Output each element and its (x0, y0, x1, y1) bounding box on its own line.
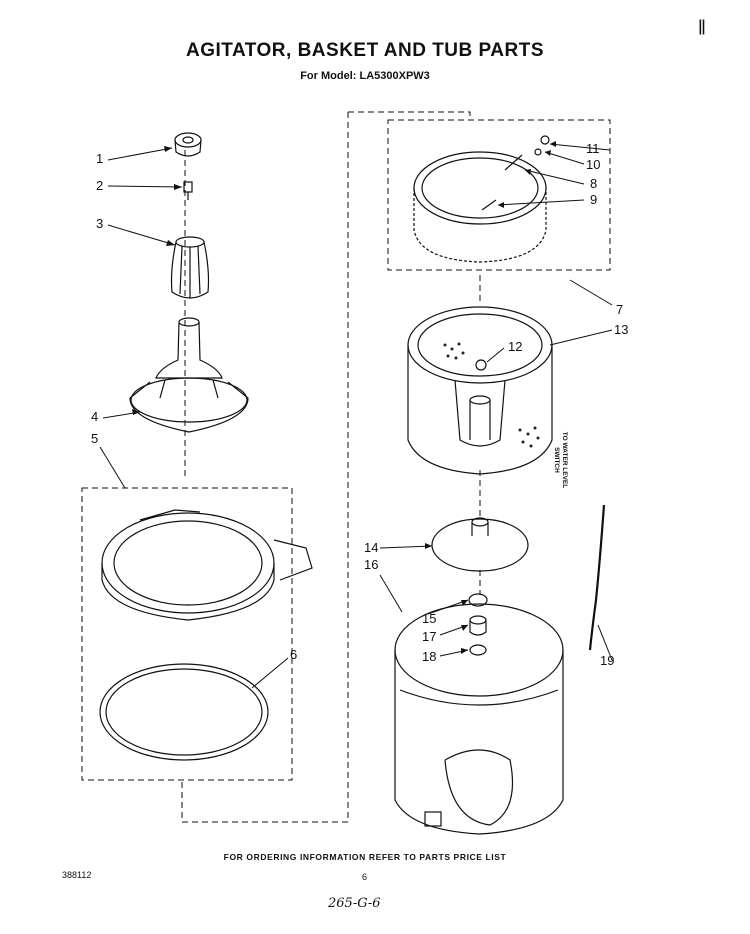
arrowhead (164, 146, 172, 152)
corner-mark: ǁ (698, 16, 706, 35)
arrowhead (545, 150, 551, 156)
arrowhead (525, 169, 531, 175)
callout-6: 6 (290, 647, 298, 662)
callout-13: 13 (614, 322, 629, 337)
arrowhead (461, 648, 468, 654)
callout-9: 9 (590, 192, 598, 207)
callout-2: 2 (96, 178, 104, 193)
arrowhead (132, 409, 140, 415)
callout-8: 8 (590, 176, 598, 191)
page-title: AGITATOR, BASKET AND TUB PARTS (185, 40, 545, 61)
callout-5: 5 (91, 431, 99, 446)
water-level-switch-label: TO WATER LEVEL SWITCH (553, 431, 568, 489)
handwritten-note: 265-G-6 (328, 896, 381, 911)
callout-10: 10 (586, 157, 601, 172)
arrowhead (461, 625, 468, 631)
arrowhead (498, 202, 504, 208)
tub-seal-ring (99, 663, 269, 761)
outer-tub (394, 603, 564, 835)
tub-ring (101, 509, 313, 621)
callout-17: 17 (422, 629, 437, 644)
arrowhead (425, 543, 432, 549)
page-number: 6 (362, 872, 368, 882)
basket-perforations (443, 342, 540, 448)
arrowhead (550, 141, 556, 147)
callout-3: 3 (96, 216, 104, 231)
arrowhead (174, 184, 182, 190)
callout-7: 7 (616, 302, 624, 317)
agitator (129, 317, 249, 433)
arrowhead (166, 240, 175, 246)
callout-16: 16 (364, 557, 379, 572)
callout-1: 1 (96, 151, 104, 166)
callout-19: 19 (600, 653, 615, 668)
callout-14: 14 (364, 540, 379, 555)
arrowhead (461, 600, 468, 606)
agitator-cap (174, 132, 202, 157)
dashed-connector-lines (81, 111, 611, 823)
model-subtitle: For Model: LA5300XPW3 (300, 70, 430, 82)
agitator-cam (170, 236, 210, 299)
leader-lines (99, 143, 613, 689)
basket-drive-plate (431, 517, 529, 572)
balance-ring-assembly (413, 135, 550, 263)
callout-18: 18 (422, 649, 437, 664)
callout-12: 12 (508, 339, 523, 354)
document-number: 388112 (62, 870, 92, 880)
hub-parts (468, 593, 488, 656)
ordering-note: FOR ORDERING INFORMATION REFER TO PARTS … (223, 852, 507, 862)
wash-basket (407, 306, 553, 475)
callout-15: 15 (422, 611, 437, 626)
callout-11: 11 (586, 141, 600, 156)
callout-4: 4 (91, 409, 99, 424)
agitator-bolt (183, 181, 193, 200)
water-level-hose (588, 504, 606, 651)
